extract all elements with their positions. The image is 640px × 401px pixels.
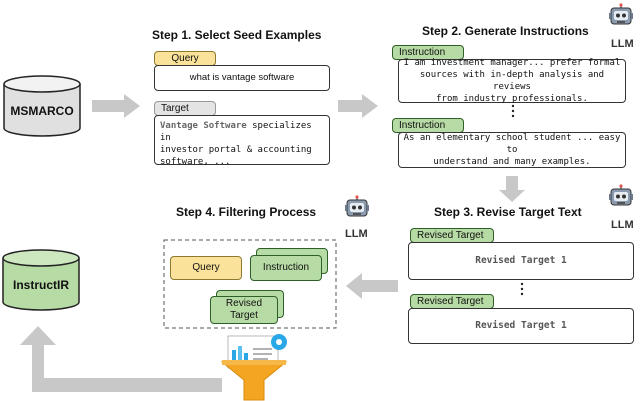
filter-revised-target: Revised Target	[210, 296, 278, 324]
step3-title: Step 3. Revise Target Text	[434, 205, 582, 219]
filter-box	[163, 239, 337, 329]
step2-title: Step 2. Generate Instructions	[422, 24, 589, 38]
step4-title: Step 4. Filtering Process	[176, 205, 317, 219]
filter-query: Query	[170, 256, 242, 280]
instructir-database-icon	[2, 249, 80, 311]
query-text: what is vantage software	[189, 72, 295, 83]
instruction-box-1: I am investment manager... prefer formal…	[398, 58, 626, 104]
llm-label: LLM	[611, 38, 634, 50]
target-line3: software, ...	[160, 157, 231, 167]
query-text-box: what is vantage software	[154, 65, 330, 91]
target-line2: investor portal & accounting	[160, 145, 312, 155]
revised-tag-2: Revised Target	[410, 294, 494, 309]
revised-box-1: Revised Target 1	[408, 242, 634, 280]
gear-icon	[271, 334, 287, 350]
target-line1: specializes in	[160, 121, 312, 143]
filter-revised-line1: Revised	[225, 298, 263, 309]
instruction-1-line1: I am investment manager... prefer formal	[403, 58, 621, 68]
instruction-2-line1: As an elementary school student ... easy…	[403, 133, 621, 155]
arrow-to-instructir	[20, 326, 222, 392]
msmarco-database-icon	[3, 75, 81, 137]
msmarco-label: MSMARCO	[10, 104, 74, 118]
funnel-icon	[220, 335, 288, 401]
arrow-to-step2	[338, 94, 378, 118]
robot-icon	[345, 195, 369, 217]
revised-text-2: Revised Target 1	[475, 320, 567, 331]
step1-title: Step 1. Select Seed Examples	[152, 28, 322, 42]
arrow-to-step1	[92, 94, 140, 118]
arrow-to-step3	[499, 176, 525, 202]
revised-box-2: Revised Target 1	[408, 308, 634, 344]
instruction-box-2: As an elementary school student ... easy…	[398, 132, 626, 168]
target-text-box: Vantage Software specializes in investor…	[154, 115, 330, 167]
instruction-1-line3: from industry professionals.	[436, 94, 588, 104]
revised-text-1: Revised Target 1	[475, 255, 567, 266]
revised-ellipsis	[520, 282, 524, 296]
instruction-1-line2: sources with in-depth analysis and revie…	[419, 70, 605, 92]
target-tag: Target	[154, 101, 216, 116]
filter-instruction: Instruction	[250, 255, 322, 281]
instruction-ellipsis	[511, 104, 515, 118]
target-highlight: Vantage Software	[160, 121, 247, 131]
robot-icon	[609, 3, 633, 25]
llm-label: LLM	[345, 228, 368, 240]
filter-revised-line2: Target	[230, 310, 258, 321]
query-tag: Query	[154, 51, 216, 66]
llm-label: LLM	[611, 219, 634, 231]
instruction-tag-2: Instruction	[392, 118, 464, 133]
instruction-2-line2: understand and many examples.	[433, 157, 591, 167]
instructir-label: InstructIR	[12, 278, 69, 292]
arrow-to-step4	[346, 273, 398, 299]
revised-tag-1: Revised Target	[410, 228, 494, 243]
robot-icon	[609, 184, 633, 206]
